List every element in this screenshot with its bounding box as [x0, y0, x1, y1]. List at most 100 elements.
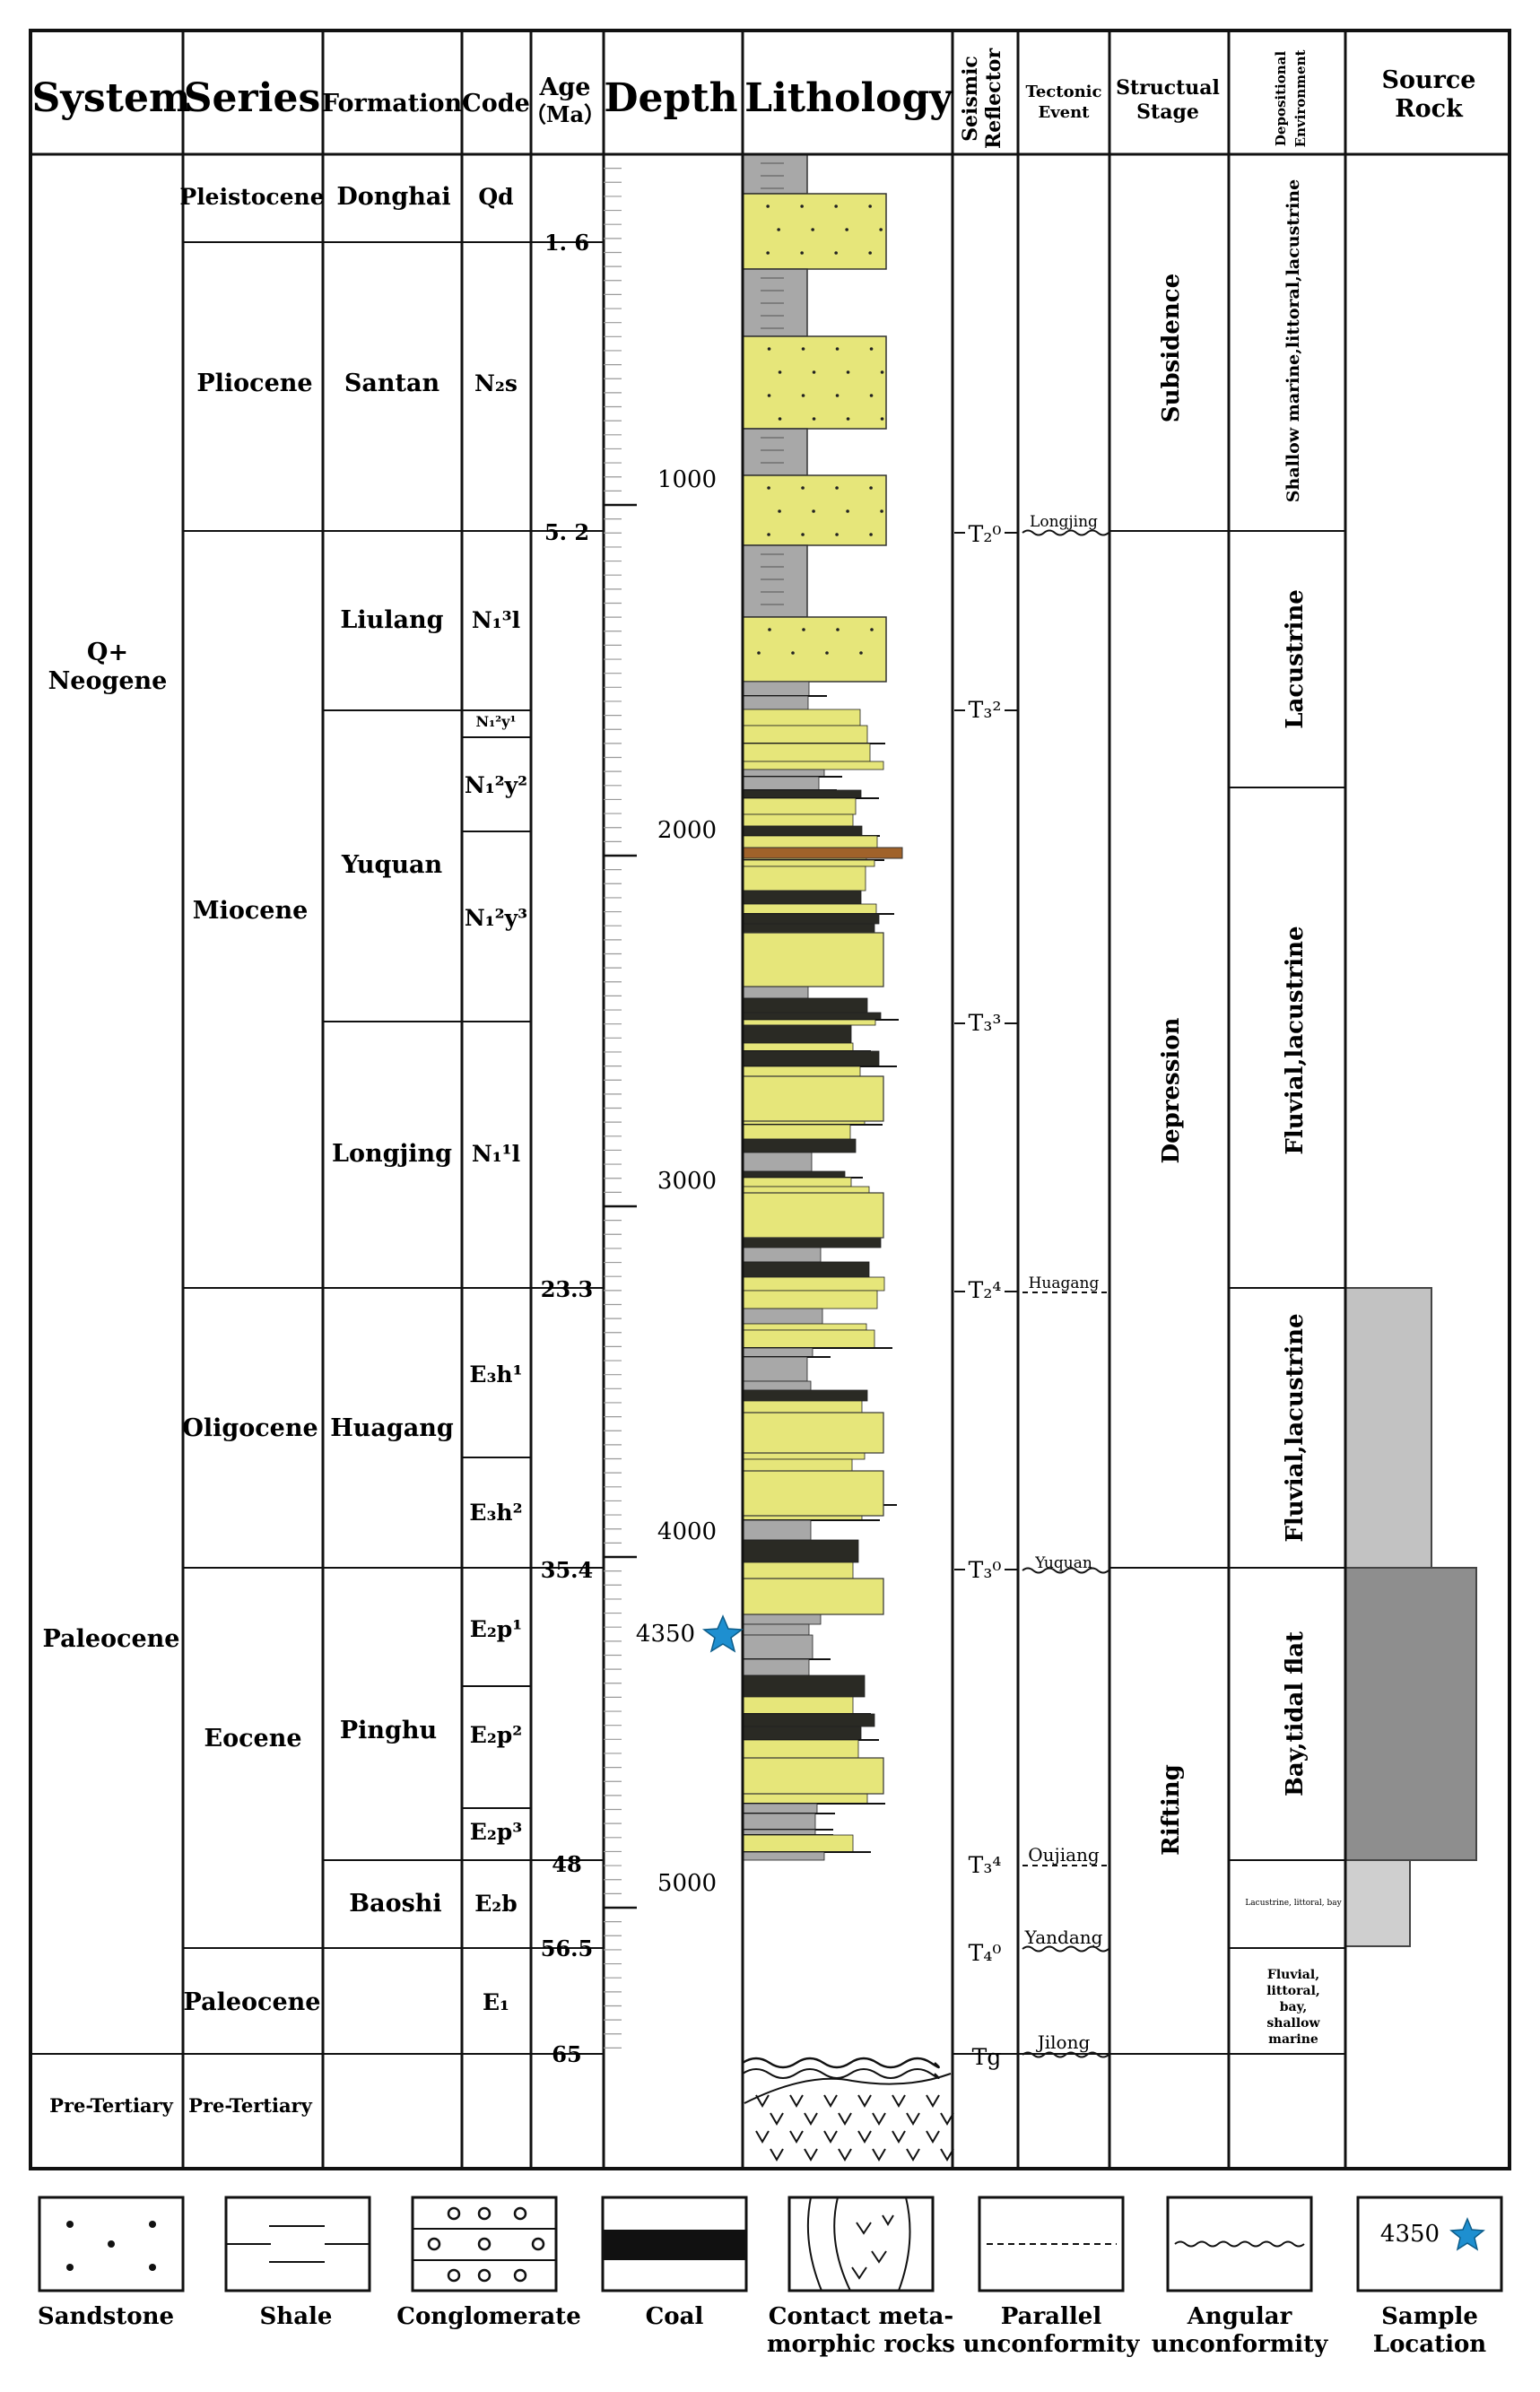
legend-sandstone: Sandstone [38, 2196, 185, 2330]
tectonic-yandang: Yandang [1024, 1927, 1103, 1948]
code-e3h1: E₃h¹ [469, 1361, 522, 1387]
interbed-layer [742, 1726, 862, 1741]
header-source-2: Rock [1395, 95, 1464, 123]
tectonic-yuquan: Yuquan [1034, 1554, 1092, 1572]
series-miocene: Miocene [193, 897, 309, 925]
interbed-layer [742, 789, 862, 799]
age-5-2: 5. 2 [544, 519, 589, 545]
code-e3h2: E₃h² [469, 1500, 522, 1526]
tectonic-longjing: Longjing [1030, 513, 1098, 531]
sand-dot [859, 651, 863, 655]
interbed-layer [742, 1042, 854, 1052]
sample-star-icon [701, 1614, 744, 1653]
basement-top-line [742, 2068, 940, 2079]
legend-angular-label-1: Angular [1187, 2303, 1292, 2330]
code-e2p2: E₂p² [470, 1722, 522, 1748]
env-shallow-marine: Shallow marine,littoral,lacustrine [1283, 179, 1303, 502]
age-65: 65 [552, 2041, 581, 2067]
sandstone-bed [742, 193, 887, 270]
sand-dot [811, 228, 814, 231]
code-e2p3: E₂p³ [470, 1819, 522, 1845]
seismic-t3-3: T₃³ [969, 1010, 1002, 1036]
interbed-layer [742, 1851, 825, 1861]
sand-dot [868, 204, 872, 208]
age-35-4: 35.4 [541, 1557, 593, 1583]
formation-pinghu: Pinghu [340, 1717, 437, 1744]
sand-dot [834, 251, 838, 255]
lithology-layers [742, 153, 903, 1861]
legend-conglomerate: Conglomerate [396, 2196, 581, 2330]
source-rock-bars [1344, 1287, 1477, 1947]
sandstone-bed [742, 335, 887, 430]
interbed-layer [742, 1124, 851, 1140]
system-paleocene: Paleocene [43, 1625, 180, 1653]
metamorphic-mark [789, 2094, 804, 2108]
legend: Sandstone Shale Conglomerate [38, 2196, 1503, 2358]
header-age-2: （Ma） [525, 101, 605, 127]
system-q: Q+ [87, 639, 128, 666]
header-structural-2: Stage [1136, 100, 1199, 124]
sand-dot [834, 204, 838, 208]
sand-dot [812, 417, 816, 421]
interbed-layer [742, 890, 862, 905]
interbed-layer [742, 743, 871, 762]
legend-angular-label-2: unconformity [1152, 2331, 1329, 2358]
interbed-layer [742, 865, 866, 892]
sandstone-bed [742, 616, 887, 683]
basement-rock-pattern [742, 2057, 954, 2161]
depth-label-5000: 5000 [657, 1870, 717, 1897]
formation-huagang: Huagang [330, 1414, 454, 1442]
header-age-1: Age [538, 74, 590, 101]
sand-dot [879, 228, 883, 231]
header-depositional-1: Depositional [1273, 51, 1289, 146]
interbed-layer [742, 1813, 816, 1831]
code-e1: E₁ [483, 1989, 509, 2015]
metamorphic-mark [872, 2112, 886, 2126]
env-lacustrine: Lacustrine [1282, 589, 1309, 729]
interbed-layer [742, 1323, 867, 1331]
metamorphic-mark [838, 2148, 852, 2161]
metamorphic-mark [823, 2130, 838, 2144]
metamorphic-mark [770, 2148, 784, 2161]
coal-bed-brown [742, 847, 903, 859]
sand-dot [845, 228, 848, 231]
table-grid [29, 29, 1511, 2170]
sand-dot [880, 417, 884, 421]
interbed-layer [742, 1138, 857, 1153]
sand-dot [835, 533, 839, 536]
seismic-t3-4: T₃⁴ [969, 1852, 1002, 1878]
sand-dot [870, 628, 874, 631]
stage-subsidence: Subsidence [1158, 274, 1185, 422]
series-oligocene: Oligocene [182, 1414, 318, 1442]
code-column: Qd N₂s N₁³l N₁²y¹ N₁²y² N₁²y³ N₁¹l E₃h¹ … [465, 184, 527, 2015]
interbed-layer [742, 769, 825, 778]
interbed-layer [742, 1152, 813, 1172]
legend-parallel-label-2: unconformity [963, 2331, 1141, 2358]
shale-bed [742, 428, 808, 476]
legend-sandstone-label: Sandstone [38, 2303, 174, 2330]
env-fluvial-2: littoral, [1266, 1984, 1320, 1998]
age-48: 48 [552, 1851, 581, 1877]
interbed-layer [742, 1713, 875, 1727]
interbed-layer [742, 1347, 814, 1358]
code-n1y2: N₁²y² [465, 772, 527, 798]
header-code: Code [462, 90, 530, 117]
interbed-layer [742, 1623, 810, 1636]
sand-dot [836, 628, 840, 631]
header-lithology: Lithology [744, 75, 953, 121]
legend-sample-label-1: Sample [1381, 2303, 1478, 2330]
interbed-layer [742, 1170, 846, 1179]
env-fluvial-5: marine [1268, 2032, 1318, 2047]
age-23-3: 23.3 [541, 1276, 593, 1302]
sand-dot [757, 651, 761, 655]
seismic-reflector-column: T₂⁰ T₃² T₃³ T₂⁴ T₃⁰ T₃⁴ T₄⁰ Tg [954, 521, 1019, 2070]
sand-dot [812, 509, 815, 513]
sandstone-bed [742, 1412, 884, 1454]
interbed-layer [742, 1658, 810, 1676]
sand-dot [800, 251, 804, 255]
interbed-layer [742, 1247, 822, 1263]
sand-dot [835, 486, 839, 490]
interbed-layer [742, 1276, 885, 1292]
sand-dot [802, 628, 805, 631]
interbed-layer [742, 1696, 854, 1715]
